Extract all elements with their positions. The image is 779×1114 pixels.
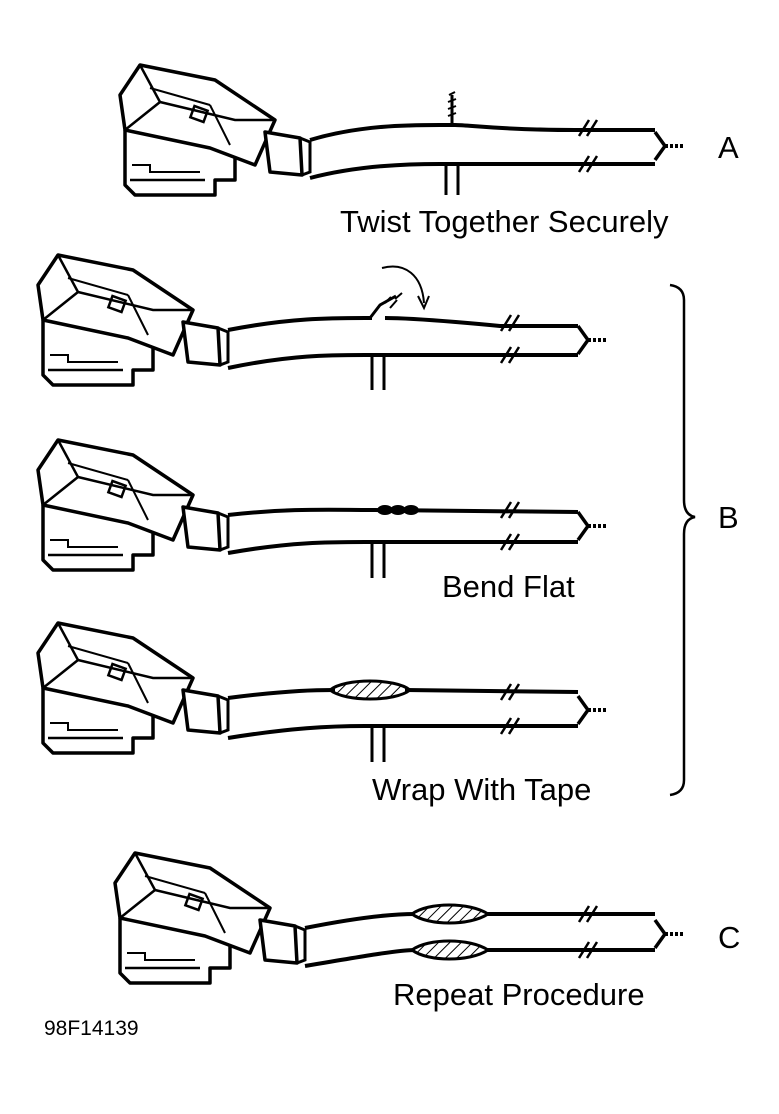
panel-c-wires (304, 912, 655, 968)
bend-flat-caption: Bend Flat (442, 569, 575, 604)
twisted-splice (377, 505, 419, 515)
panel-b2-wire-end (576, 510, 610, 542)
panel-a-connector (118, 63, 312, 197)
panel-b1-wire-end (576, 324, 610, 356)
panel-a-caption: Twist Together Securely (340, 204, 669, 239)
panel-b-connector-3 (36, 621, 230, 755)
panel-b-letter: B (718, 500, 739, 535)
tape-wrap-upper (409, 903, 491, 925)
panel-b-connector-1 (36, 253, 230, 387)
figure-code: 98F14139 (44, 1017, 139, 1040)
panel-c-connector (113, 851, 307, 985)
panel-a-wires (309, 91, 655, 195)
panel-c-letter: C (718, 920, 740, 955)
panel-b2-wires (227, 507, 579, 578)
panel-c-caption: Repeat Procedure (393, 977, 645, 1012)
panel-b-connector-2 (36, 438, 230, 572)
panel-b3-wires (227, 688, 579, 762)
panel-b-bracket (669, 283, 696, 797)
wrap-with-tape-caption: Wrap With Tape (372, 772, 591, 807)
bend-arrowhead (417, 295, 430, 311)
panel-a-letter: A (718, 130, 739, 165)
panel-a-wire-end (653, 130, 687, 162)
panel-b1-wires (227, 292, 578, 390)
tape-wrap (327, 679, 413, 701)
bend-arrow (381, 265, 425, 304)
panel-c-wire-end (653, 918, 687, 950)
tape-wrap-lower (409, 939, 491, 961)
panel-b3-wire-end (576, 694, 610, 726)
